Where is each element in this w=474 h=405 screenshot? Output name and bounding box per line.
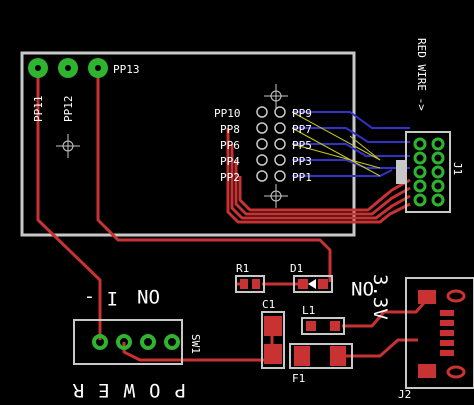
- r1-resistor[interactable]: [235, 275, 265, 293]
- label-pp2: PP2: [220, 171, 240, 184]
- label-j2: J2: [398, 388, 411, 401]
- trace-pp2: [238, 176, 411, 212]
- label-pp3: PP3: [292, 155, 312, 168]
- top-copper-traces: [36, 68, 432, 362]
- airwires: [291, 111, 381, 177]
- trace-l1-j2: [342, 295, 432, 328]
- label-pp8: PP8: [220, 123, 240, 136]
- trace-pp9: [292, 111, 410, 129]
- label-pp5: PP5: [292, 139, 312, 152]
- j2-connector[interactable]: [405, 277, 474, 389]
- label-3v3: 3.3V: [369, 274, 391, 320]
- l1-inductor[interactable]: [301, 317, 345, 335]
- top-pads[interactable]: [28, 58, 108, 78]
- trace-pp11-sw1: [36, 68, 102, 340]
- label-pp13: PP13: [113, 63, 140, 76]
- label-d1: D1: [290, 262, 303, 275]
- fiducial-marks: [56, 84, 288, 208]
- label-c1: C1: [262, 298, 275, 311]
- label-f1: F1: [292, 372, 305, 385]
- f1-fuse[interactable]: [289, 343, 353, 369]
- label-pp1: PP1: [292, 171, 312, 184]
- label-pp10: PP10: [214, 107, 241, 120]
- label-r1: R1: [236, 262, 249, 275]
- label-pp4: PP4: [220, 155, 240, 168]
- c1-capacitor[interactable]: [261, 311, 285, 369]
- label-sw1: SW1: [189, 334, 202, 354]
- trace-pp4: [234, 160, 411, 216]
- label-pp9: PP9: [292, 107, 312, 120]
- board-outline: [20, 51, 356, 237]
- trace-pp7: [292, 127, 410, 143]
- trace-pp13-d1: [96, 68, 332, 282]
- d1-diode[interactable]: [293, 275, 333, 293]
- label-on-switch: ON: [137, 285, 160, 307]
- bottom-copper-traces: [292, 111, 410, 177]
- trace-pp8: [226, 128, 411, 224]
- label-pp6: PP6: [220, 139, 240, 152]
- label-j1: J1: [451, 162, 464, 175]
- trace-pp3: [292, 159, 410, 169]
- label-l1: L1: [302, 304, 315, 317]
- testpoint-grid[interactable]: [256, 106, 286, 182]
- j1-header[interactable]: [396, 131, 451, 213]
- label-pp7: PP7: [292, 123, 312, 136]
- label-on-3v3: ON: [351, 277, 374, 299]
- trace-pp5: [292, 143, 410, 157]
- label-pp11: PP11: [32, 96, 45, 123]
- sw1-switch[interactable]: [73, 319, 183, 365]
- label-power: POWER: [59, 379, 186, 401]
- label-red-wire: RED WIRE ->: [415, 38, 428, 111]
- trace-pp6: [230, 144, 411, 220]
- label-one-dash: I -: [84, 287, 118, 309]
- label-pp12: PP12: [62, 96, 75, 123]
- trace-f1-j2: [336, 338, 418, 358]
